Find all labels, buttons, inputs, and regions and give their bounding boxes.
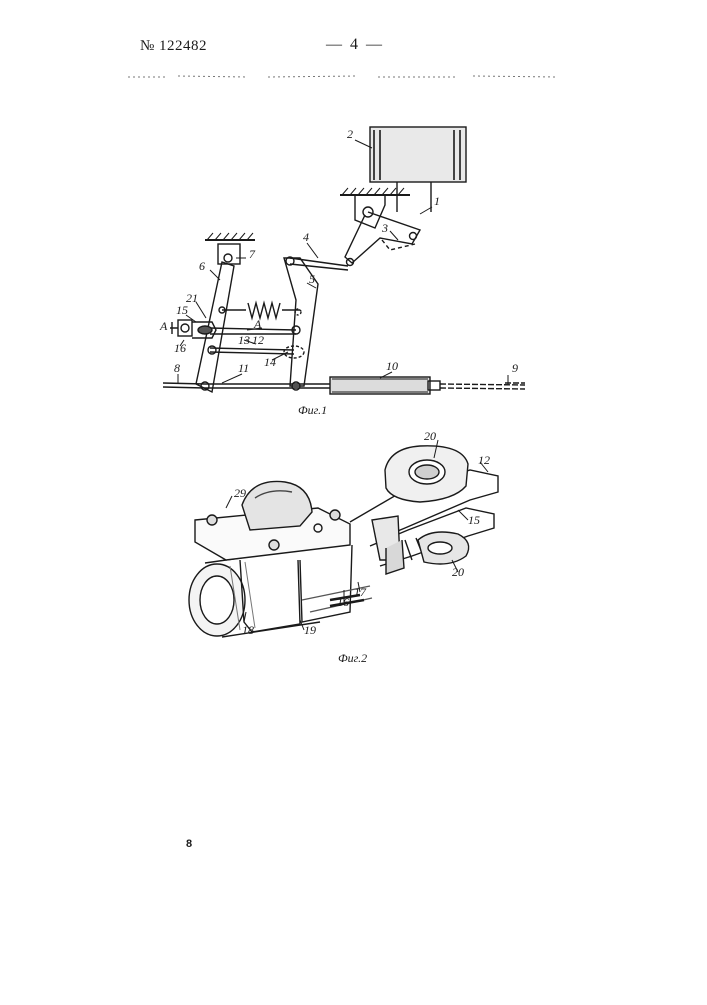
clamp-lower-section	[240, 545, 372, 632]
fig2-label-17: 17	[354, 585, 367, 599]
figure-2-caption: Фиг.2	[338, 651, 367, 665]
eye-ring-20-upper	[385, 446, 468, 502]
eye-ring-20-lower	[418, 532, 469, 564]
fig2-label-29: 29	[234, 486, 246, 500]
fig2-label-20-lower: 20	[452, 565, 464, 579]
clamp-flange-body	[195, 481, 350, 560]
fig2-label-20-upper: 20	[424, 429, 436, 443]
fig2-label-12: 12	[478, 453, 490, 467]
fig2-label-18: 18	[242, 623, 254, 637]
fig2-label-15: 15	[468, 513, 480, 527]
footer-mark: 8	[186, 838, 192, 850]
fig2-label-16: 16	[337, 595, 349, 609]
fig2-label-19: 19	[304, 623, 316, 637]
